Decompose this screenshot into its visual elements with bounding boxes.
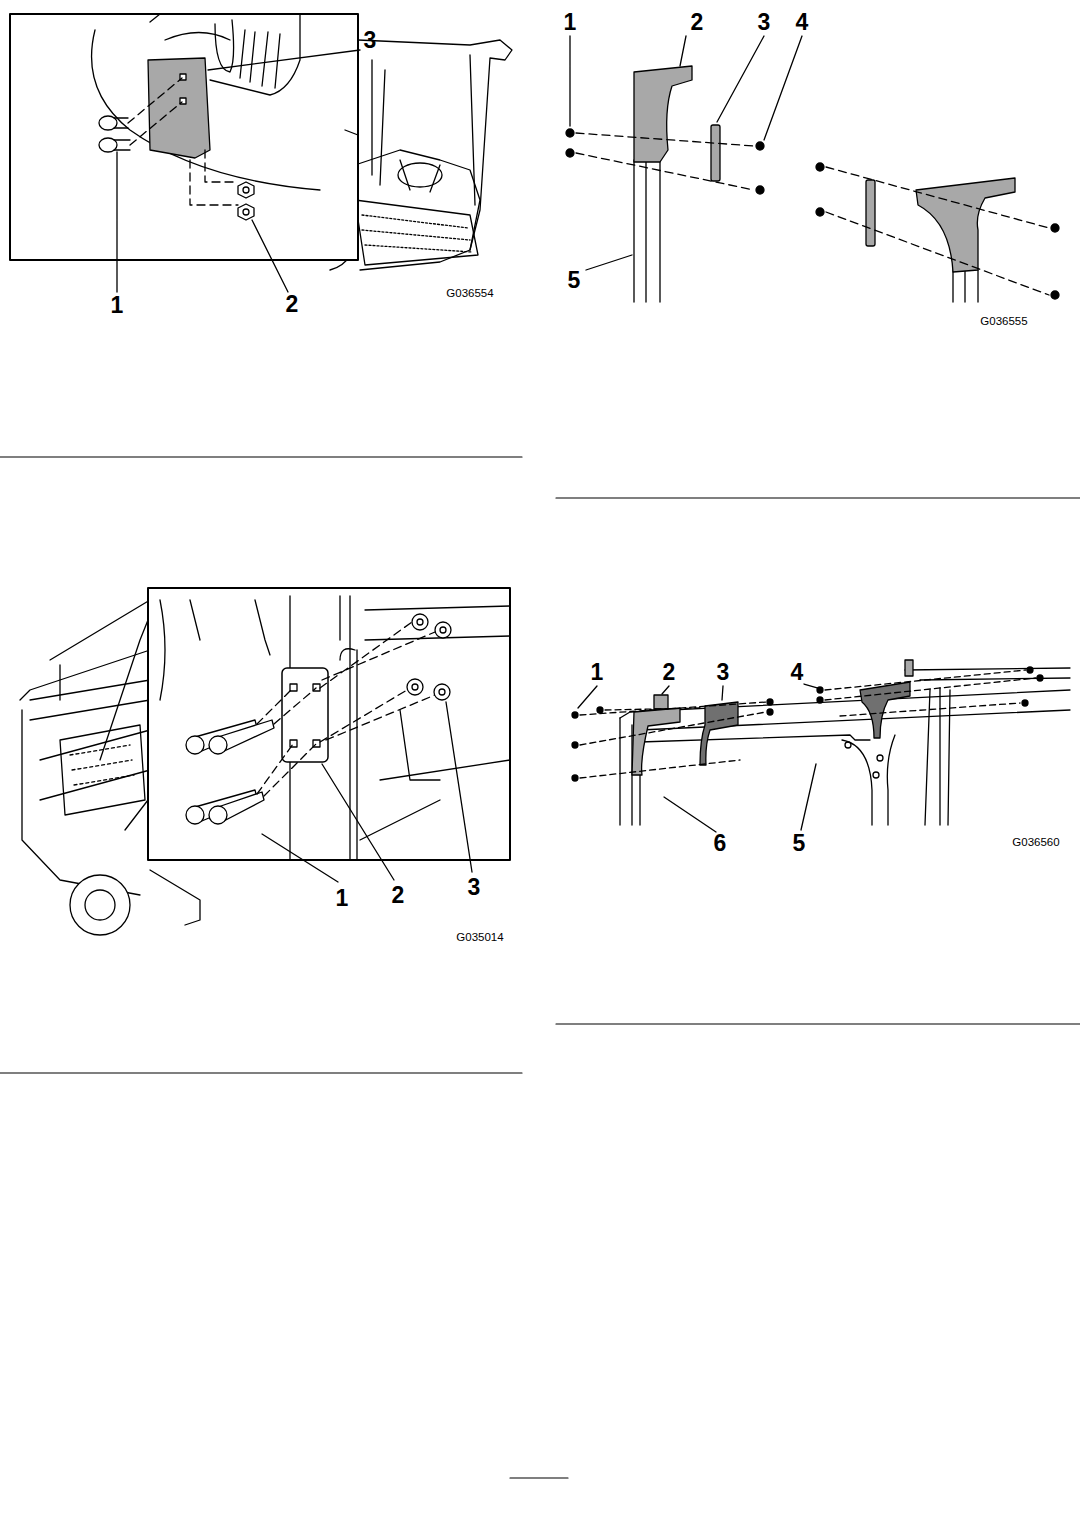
post: [160, 596, 510, 860]
detail-frame: [148, 588, 510, 860]
leader-line: [117, 50, 360, 292]
callout-number: 2: [691, 11, 704, 34]
callout-number: 1: [336, 887, 349, 910]
assembly-lines: [128, 78, 238, 205]
detail-frame: [10, 14, 358, 260]
leader-line: [570, 36, 802, 270]
bracket: [148, 58, 210, 158]
figure-code: G035014: [456, 932, 503, 944]
figure-code: G036555: [980, 316, 1027, 328]
strap: [711, 125, 720, 181]
bracket-tab: [654, 695, 668, 709]
assembly-lines: [257, 622, 435, 796]
nuts: [238, 182, 254, 220]
nuts: [407, 614, 451, 700]
callout-number: 2: [392, 884, 405, 907]
fender: [92, 14, 358, 190]
bolts: [186, 720, 274, 824]
leader-line: [578, 684, 818, 832]
callout-number: 1: [564, 11, 577, 34]
bracket-tab: [905, 660, 913, 676]
callout-number: 6: [714, 832, 727, 855]
bolts: [572, 667, 1043, 781]
callout-number: 1: [591, 661, 604, 684]
bracket: [634, 66, 692, 162]
callout-number: 4: [796, 11, 809, 34]
callout-number: 4: [791, 661, 804, 684]
callout-number: 3: [364, 29, 377, 52]
post: [634, 160, 978, 302]
bracket: [916, 178, 1015, 272]
callout-number: 2: [663, 661, 676, 684]
bracket: [282, 668, 328, 762]
frame: [620, 668, 1070, 825]
bracket: [860, 682, 910, 738]
bracket: [700, 702, 738, 765]
figure-code: G036560: [1012, 837, 1059, 849]
callout-number: 3: [468, 876, 481, 899]
callout-number: 1: [111, 294, 124, 317]
assembly-lines: [580, 670, 1036, 778]
callout-number: 5: [793, 832, 806, 855]
assembly-lines: [576, 133, 1049, 295]
carriage-bolts: [99, 116, 130, 152]
callout-number: 5: [568, 269, 581, 292]
strap: [866, 180, 875, 246]
leader-line: [262, 702, 472, 882]
separator-rule: [0, 457, 1080, 1478]
bolts-nuts: [566, 129, 1059, 299]
figure-code: G036554: [446, 288, 493, 300]
bracket-holes: [290, 684, 320, 747]
callout-number: 3: [717, 661, 730, 684]
callout-number: 3: [758, 11, 771, 34]
callout-number: 2: [286, 293, 299, 316]
bracket: [632, 708, 680, 775]
